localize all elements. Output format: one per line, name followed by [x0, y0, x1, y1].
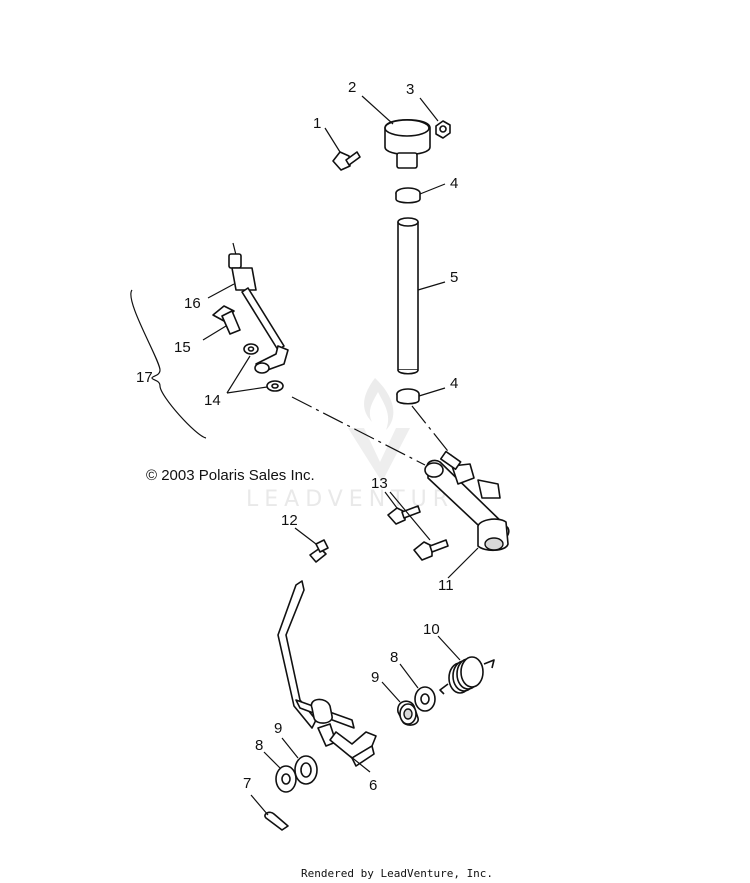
part-12-fitting — [294, 527, 329, 563]
part-9-bushing-right — [381, 681, 419, 726]
callout-8-right: 8 — [390, 649, 398, 666]
part-10-spring — [437, 635, 495, 695]
callout-5: 5 — [450, 269, 458, 286]
part-7-cotter-pin — [250, 794, 289, 831]
callout-6: 6 — [369, 777, 377, 794]
watermark-text: LEADVENTURE — [246, 487, 474, 512]
part-2-reservoir — [361, 95, 431, 169]
part-14-washer-lower — [266, 380, 284, 392]
part-11-master-cylinder — [424, 450, 510, 579]
callout-1: 1 — [313, 115, 321, 132]
leadventure-watermark: LEADVENTURE — [246, 378, 474, 512]
part-14-leaders — [226, 355, 268, 394]
callout-3: 3 — [406, 81, 414, 98]
part-8-washer-right — [399, 663, 436, 712]
callout-16: 16 — [184, 295, 201, 312]
part-16-brake-line — [207, 242, 289, 374]
part-9-bushing-left — [281, 737, 318, 785]
part-3-nut — [419, 97, 451, 139]
callout-10: 10 — [423, 621, 440, 638]
part-8-washer-left — [263, 751, 297, 793]
callout-9-left: 9 — [274, 720, 282, 737]
part-13-bolt-upper — [387, 505, 421, 525]
part-15-banjo-bolt — [202, 305, 241, 341]
watermark-v-mark — [348, 428, 410, 482]
watermark-flame-icon — [364, 378, 394, 430]
part-13-bolt-lower — [413, 539, 449, 561]
part-1-bolt — [324, 127, 361, 171]
footer-credit: Rendered by LeadVenture, Inc. — [301, 867, 493, 880]
part-6-brake-pedal — [277, 580, 377, 773]
callout-8-left: 8 — [255, 737, 263, 754]
callout-9-right: 9 — [371, 669, 379, 686]
callout-17: 17 — [136, 369, 153, 386]
assembly-line-right — [411, 405, 464, 471]
callout-11: 11 — [438, 577, 454, 594]
callout-4-lower: 4 — [450, 375, 458, 392]
copyright-text: © 2003 Polaris Sales Inc. — [146, 467, 315, 484]
part-5-hose — [397, 217, 446, 375]
callout-7: 7 — [243, 775, 251, 792]
callout-14: 14 — [204, 392, 221, 409]
assembly-17-bracket — [130, 289, 207, 439]
callout-2: 2 — [348, 79, 356, 96]
callout-15: 15 — [174, 339, 191, 356]
part-13-leaders — [384, 491, 431, 541]
part-14-washer-upper — [243, 343, 259, 355]
part-4-clamp-lower — [396, 387, 446, 405]
assembly-line-left — [291, 396, 426, 466]
callout-12: 12 — [281, 512, 298, 529]
part-4-clamp-upper — [395, 183, 446, 204]
callout-4-upper: 4 — [450, 175, 458, 192]
callout-13: 13 — [371, 475, 388, 492]
